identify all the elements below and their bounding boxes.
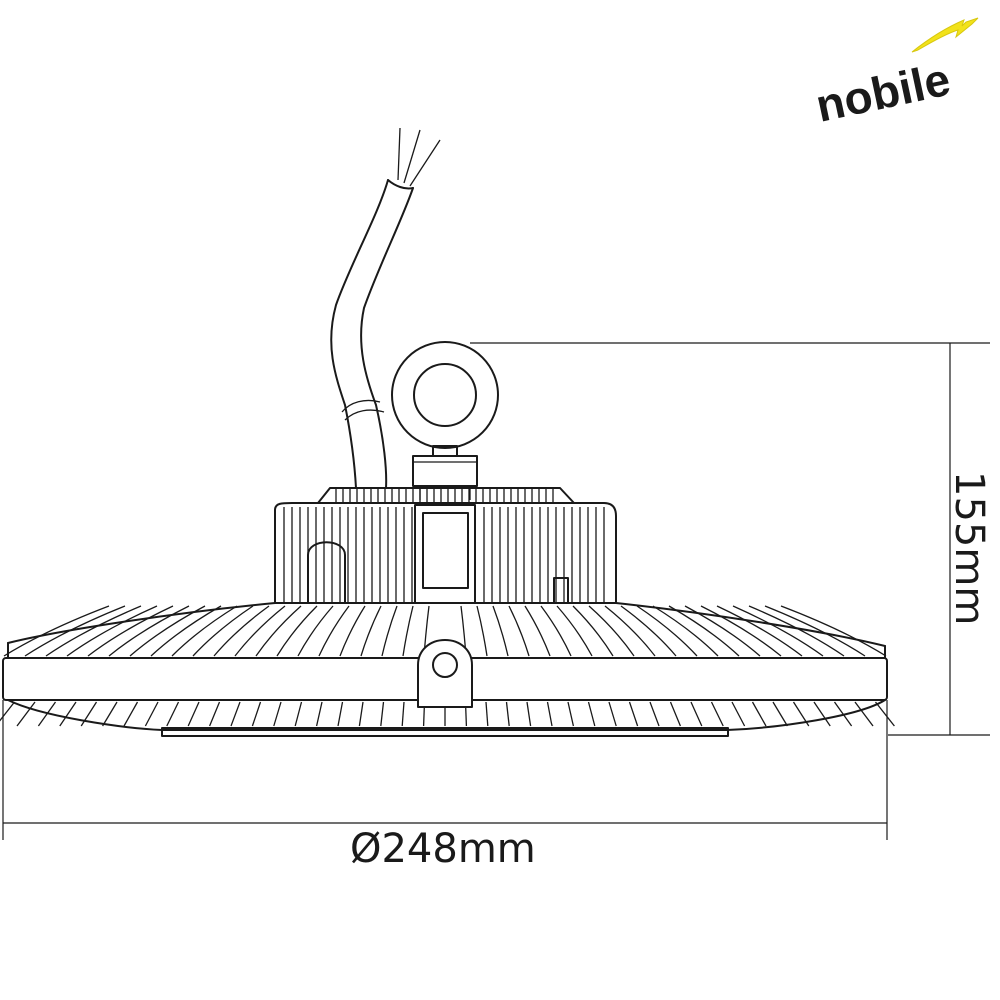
- fin-line: [649, 701, 660, 727]
- fin-curve: [524, 605, 551, 657]
- fin-line: [587, 701, 596, 727]
- fin-line: [123, 701, 139, 727]
- eye-bolt: [391, 341, 499, 500]
- fin-curve: [45, 605, 142, 657]
- fin-curve: [780, 605, 887, 657]
- fin-line: [251, 701, 262, 727]
- fin-curve: [171, 605, 238, 657]
- height-dimension-label: 155mm: [946, 471, 992, 625]
- fin-line: [401, 701, 405, 727]
- fin-curve: [234, 605, 286, 657]
- logo-text: nobile: [811, 53, 954, 132]
- brand-logo: nobile: [811, 17, 979, 132]
- heatsink-body: [274, 487, 617, 604]
- fin-curve: [732, 605, 824, 657]
- fin-line: [273, 701, 282, 727]
- fin-curve: [556, 605, 593, 657]
- fin-line: [546, 701, 553, 727]
- fin-line: [690, 701, 703, 727]
- fin-line: [505, 701, 510, 727]
- lightning-arrow-icon: [911, 17, 979, 53]
- fin-line: [608, 701, 617, 727]
- main-rim: [0, 657, 895, 737]
- fin-line: [792, 701, 810, 727]
- fin-curve: [318, 605, 350, 657]
- fin-curve: [508, 605, 530, 657]
- power-cable: [330, 127, 441, 489]
- fin-line: [80, 701, 98, 727]
- fin-line: [854, 701, 874, 727]
- fin-curve: [476, 605, 488, 657]
- front-bracket: [417, 639, 473, 708]
- height-dimension: 155mm: [470, 342, 992, 736]
- fin-line: [567, 701, 575, 727]
- fin-curve: [764, 605, 866, 657]
- fin-curve: [360, 605, 382, 657]
- fin-curve: [108, 605, 190, 657]
- fin-curve: [540, 605, 572, 657]
- fin-curve: [3, 605, 110, 657]
- fin-line: [102, 701, 118, 727]
- fin-curve: [297, 605, 334, 657]
- fin-curve: [492, 605, 509, 657]
- fin-curve: [150, 605, 222, 657]
- fin-curve: [716, 605, 803, 657]
- fin-curve: [668, 605, 740, 657]
- fin-line: [230, 701, 241, 727]
- fin-curve: [381, 605, 398, 657]
- fin-curve: [66, 605, 158, 657]
- fin-line: [337, 701, 344, 727]
- fin-curve: [572, 605, 614, 657]
- fin-curve: [402, 605, 414, 657]
- fin-line: [751, 701, 767, 727]
- fin-line: [669, 701, 682, 727]
- fin-line: [59, 701, 77, 727]
- fin-curve: [276, 605, 318, 657]
- fin-curve: [87, 605, 174, 657]
- fin-curve: [213, 605, 270, 657]
- fin-line: [731, 701, 746, 727]
- fin-curve: [700, 605, 782, 657]
- fin-line: [166, 701, 180, 727]
- fin-curve: [636, 605, 698, 657]
- fin-line: [526, 701, 532, 727]
- fin-line: [710, 701, 724, 727]
- fin-line: [358, 701, 364, 727]
- fin-curve: [129, 605, 206, 657]
- flared-fins: [3, 602, 887, 659]
- fin-curve: [588, 605, 635, 657]
- fin-line: [208, 701, 221, 727]
- fin-line: [144, 701, 159, 727]
- fin-line: [0, 701, 16, 722]
- fin-curve: [604, 605, 656, 657]
- fin-line: [294, 701, 303, 727]
- fin-curve: [748, 605, 845, 657]
- fin-line: [874, 701, 895, 727]
- fin-curve: [255, 605, 302, 657]
- fin-curve: [620, 605, 677, 657]
- fin-curve: [192, 605, 254, 657]
- fin-line: [37, 701, 57, 727]
- fin-curve: [24, 605, 126, 657]
- diameter-dimension-label: Ø248mm: [350, 826, 536, 872]
- fin-line: [628, 701, 639, 727]
- fin-line: [16, 701, 36, 727]
- fin-line: [485, 701, 489, 727]
- fin-curve: [339, 605, 366, 657]
- fin-line: [833, 701, 853, 727]
- diameter-dimension: Ø248mm: [2, 700, 888, 872]
- fin-line: [315, 701, 323, 727]
- fin-line: [772, 701, 788, 727]
- fin-line: [187, 701, 200, 727]
- fin-line: [813, 701, 831, 727]
- fin-line: [380, 701, 385, 727]
- fin-curve: [684, 605, 761, 657]
- fin-curve: [652, 605, 719, 657]
